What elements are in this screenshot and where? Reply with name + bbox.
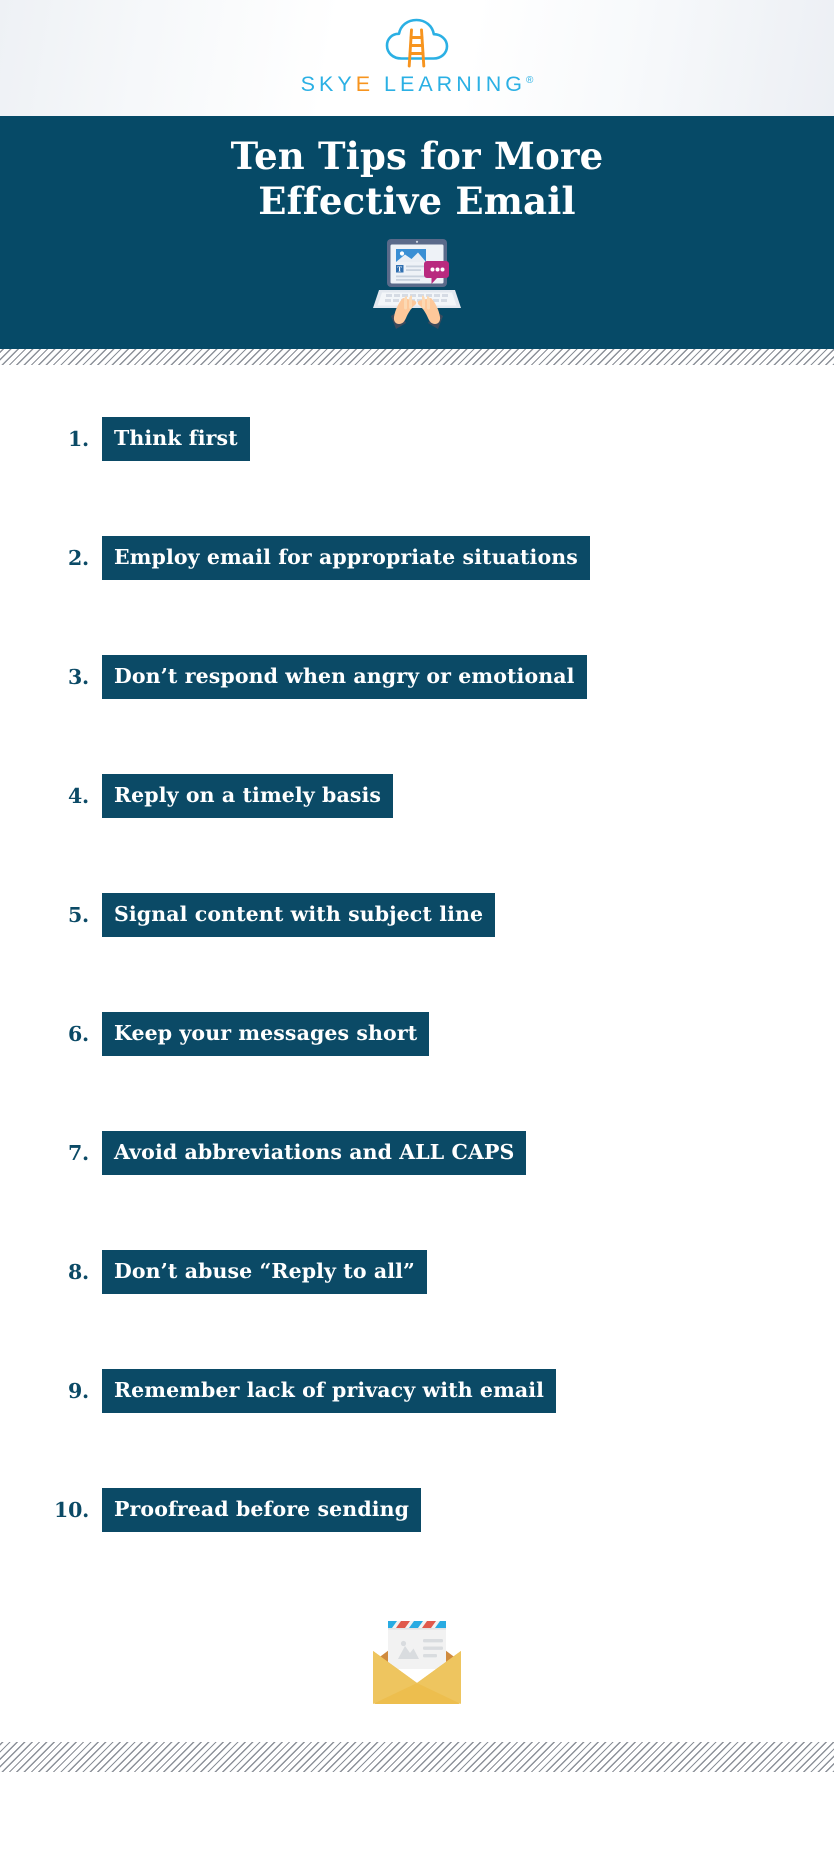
tip-label: Proofread before sending (102, 1488, 422, 1532)
list-item: 10. Proofread before sending (0, 1488, 834, 1532)
list-item: 7. Avoid abbreviations and ALL CAPS (0, 1131, 834, 1175)
list-item: 1. Think first (0, 417, 834, 461)
brand-wordmark: SKYE LEARNING® (300, 72, 534, 96)
list-item: 4. Reply on a timely basis (0, 774, 834, 818)
list-item: 9. Remember lack of privacy with email (0, 1369, 834, 1413)
open-envelope-letter-icon (355, 1607, 479, 1716)
tip-number: 8. (67, 1259, 89, 1284)
tip-label: Don’t respond when angry or emotional (102, 655, 587, 699)
list-item: 3. Don’t respond when angry or emotional (0, 655, 834, 699)
page-title-line-1: Ten Tips for More (230, 134, 604, 178)
wordmark-e: E (355, 72, 375, 96)
tip-label: Signal content with subject line (102, 893, 496, 937)
tip-label: Don’t abuse “Reply to all” (102, 1250, 427, 1294)
tip-number: 5. (67, 902, 89, 927)
footer-spacer (0, 1734, 834, 1742)
list-item: 5. Signal content with subject line (0, 893, 834, 937)
list-item: 8. Don’t abuse “Reply to all” (0, 1250, 834, 1294)
brand-header: SKYE LEARNING® (0, 0, 834, 116)
tip-number: 1. (67, 426, 89, 451)
tip-number: 7. (67, 1140, 89, 1165)
tip-label: Avoid abbreviations and ALL CAPS (102, 1131, 527, 1175)
wordmark-learning: LEARNING (384, 72, 526, 96)
wordmark-sky: SKY (300, 72, 356, 96)
cloud-ladder-logo-icon (381, 17, 453, 71)
title-banner: Ten Tips for More Effective Email T (0, 116, 834, 349)
tip-number: 2. (67, 545, 89, 570)
tips-list: 1. Think first 2. Employ email for appro… (0, 365, 834, 1532)
list-item: 2. Employ email for appropriate situatio… (0, 536, 834, 580)
tip-label: Employ email for appropriate situations (102, 536, 590, 580)
tip-label: Remember lack of privacy with email (102, 1369, 557, 1413)
tip-number: 9. (67, 1378, 89, 1403)
tip-label: Reply on a timely basis (102, 774, 393, 818)
tip-number: 3. (67, 664, 89, 689)
footer-illustration (0, 1607, 834, 1734)
laptop-typing-hands-icon: T (365, 224, 469, 337)
tip-label: Keep your messages short (102, 1012, 430, 1056)
tip-number: 6. (67, 1021, 89, 1046)
page-title: Ten Tips for More Effective Email (107, 134, 727, 224)
striped-divider-top (0, 349, 834, 365)
list-item: 6. Keep your messages short (0, 1012, 834, 1056)
tip-number: 10. (54, 1497, 90, 1522)
page-title-line-2: Effective Email (258, 179, 576, 224)
tip-label: Think first (102, 417, 250, 461)
tip-number: 4. (67, 783, 89, 808)
striped-divider-bottom (0, 1742, 834, 1772)
registered-mark: ® (525, 74, 534, 86)
svg-text:T: T (397, 266, 402, 274)
